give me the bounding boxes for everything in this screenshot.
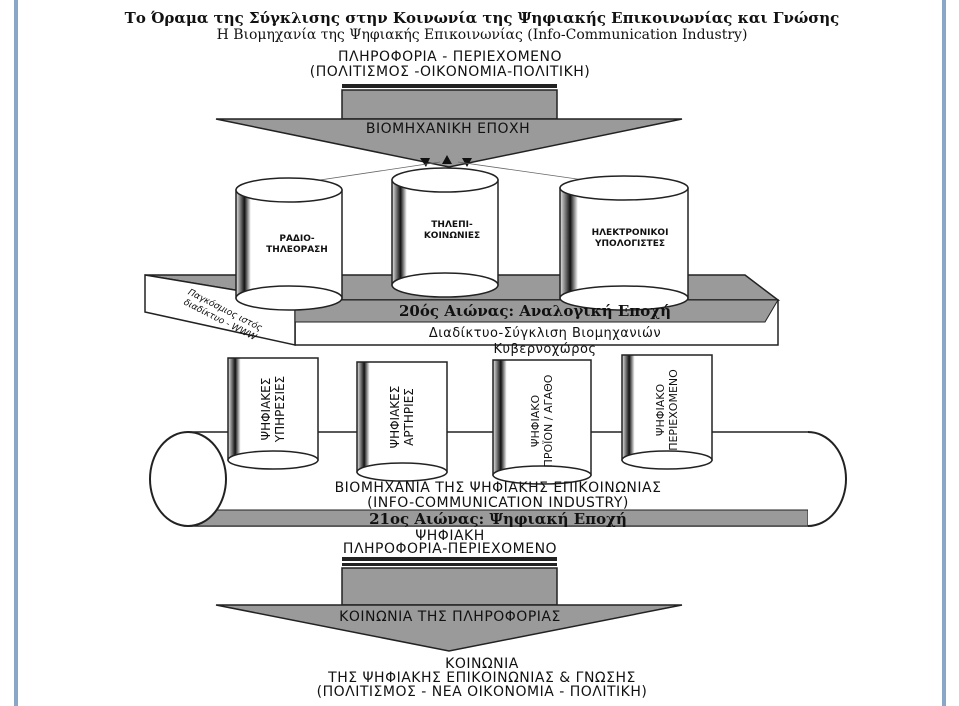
bottom-line-2: ΤΗΣ ΨΗΦΙΑΚΗΣ ΕΠΙΚΟΙΝΩΝΙΑΣ & ΓΝΩΣΗΣ bbox=[328, 670, 636, 686]
cylinder-computers bbox=[559, 175, 689, 311]
top-input-line-2: (ΠΟΛΙΤΙΣΜΟΣ -ΟΙΚΟΝΟΜΙΑ-ΠΟΛΙΤΙΚΗ) bbox=[309, 64, 591, 80]
pillar-digital-arteries bbox=[356, 361, 448, 482]
pillar-digital-services bbox=[227, 357, 319, 470]
cylinder-radio-tv-label-2: ΤΗΛΕΟΡΑΣΗ bbox=[266, 245, 328, 255]
pillar-digital-services-label: ΨΗΦΙΑΚΕΣ ΥΠΗΡΕΣΙΕΣ bbox=[259, 376, 287, 442]
cylinder-telecom-label-1: ΤΗΛΕΠΙ- bbox=[431, 220, 473, 230]
slide-frame-left bbox=[14, 0, 18, 706]
cylinder-telecommunications bbox=[391, 167, 499, 298]
output-info-line-1: ΨΗΦΙΑΚΗ bbox=[415, 528, 485, 544]
information-society-arrow bbox=[215, 557, 683, 652]
digital-era-label: 21ος Αιώνας: Ψηφιακή Εποχή bbox=[369, 510, 627, 528]
title-line-2: Η Βιομηχανία της Ψηφιακής Επικοινωνίας (… bbox=[216, 27, 748, 43]
pillar-digital-content-label: ΨΗΦΙΑΚΟ ΠΕΡΙΕΧΟΜΕΝΟ bbox=[654, 369, 680, 451]
pillar-digital-product-label: ΨΗΦΙΑΚΟ ΠΡΟΪΟΝ / ΑΓΑΘΟ bbox=[529, 375, 555, 468]
pillar-digital-services-label-1: ΨΗΦΙΑΚΕΣ bbox=[259, 377, 273, 441]
internet-convergence-label: Διαδίκτυο-Σύγκλιση Βιομηχανιών bbox=[428, 326, 662, 341]
pillar-digital-product-label-1: ΨΗΦΙΑΚΟ bbox=[529, 394, 542, 448]
analog-era-label: 20ός Αιώνας: Αναλογική Εποχή bbox=[398, 302, 672, 320]
pillar-digital-content-label-2: ΠΕΡΙΕΧΟΜΕΝΟ bbox=[667, 369, 680, 451]
cylinder-radio-tv bbox=[235, 177, 343, 311]
information-society-label: ΚΟΙΝΩΝΙΑ ΤΗΣ ΠΛΗΡΟΦΟΡΙΑΣ bbox=[339, 609, 561, 625]
cylinder-computers-label-2: ΥΠΟΛΟΓΙΣΤΕΣ bbox=[595, 239, 665, 249]
bottom-line-1: ΚΟΙΝΩΝΙΑ bbox=[445, 656, 519, 672]
cylinder-radio-tv-label-1: ΡΑΔΙΟ- bbox=[279, 234, 315, 244]
industrial-era-label: ΒΙΟΜΗΧΑΝΙΚΗ ΕΠΟΧΗ bbox=[365, 121, 531, 137]
pillar-digital-services-label-2: ΥΠΗΡΕΣΙΕΣ bbox=[273, 375, 287, 443]
cyberspace-label: Κυβερνοχώρος bbox=[493, 342, 597, 357]
cylinder-computers-label-1: ΗΛΕΚΤΡΟΝΙΚΟΙ bbox=[591, 228, 669, 238]
cylinder-telecom-label-2: ΚΟΙΝΩΝΙΕΣ bbox=[423, 231, 481, 241]
industrial-era-arrow bbox=[215, 84, 683, 168]
pillar-digital-arteries-label-2: ΑΡΤΗΡΙΕΣ bbox=[402, 388, 416, 446]
digital-industry-label-1: ΒΙΟΜΗΧΑΝΙΑ ΤΗΣ ΨΗΦΙΑΚΗΣ ΕΠΙΚΟΙΝΩΝΙΑΣ bbox=[334, 480, 662, 496]
pillar-digital-product bbox=[492, 359, 592, 485]
bottom-line-3: (ΠΟΛΙΤΙΣΜΟΣ - ΝΕΑ ΟΙΚΟΝΟΜΙΑ - ΠΟΛΙΤΙΚΗ) bbox=[316, 684, 648, 700]
slide-frame-right bbox=[942, 0, 946, 706]
pillar-digital-arteries-label: ΨΗΦΙΑΚΕΣ ΑΡΤΗΡΙΕΣ bbox=[388, 386, 416, 449]
title-line-1: Το Όραμα της Σύγκλισης στην Κοινωνία της… bbox=[124, 9, 840, 27]
pillar-digital-product-label-2: ΠΡΟΪΟΝ / ΑΓΑΘΟ bbox=[542, 374, 555, 468]
top-input-line-1: ΠΛΗΡΟΦΟΡΙΑ - ΠΕΡΙΕΧΟΜΕΝΟ bbox=[337, 49, 563, 65]
pillar-digital-arteries-label-1: ΨΗΦΙΑΚΕΣ bbox=[388, 385, 402, 449]
digital-industry-label-2: (INFO-COMMUNICATION INDUSTRY) bbox=[367, 495, 629, 511]
pillar-digital-content bbox=[621, 354, 713, 470]
output-info-line-2: ΠΛΗΡΟΦΟΡΙΑ-ΠΕΡΙΕΧΟΜΕΝΟ bbox=[342, 541, 558, 557]
pillar-digital-content-label-1: ΨΗΦΙΑΚΟ bbox=[654, 383, 667, 437]
